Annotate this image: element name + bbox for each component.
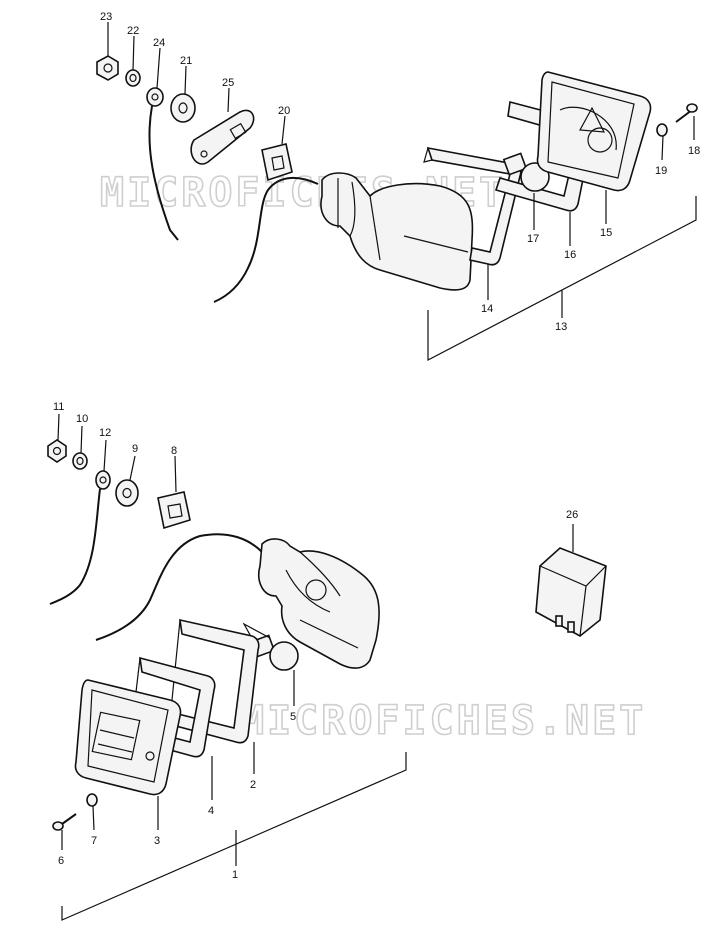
callout-labels: 23 22 24 21 25 20 18 19 15 16 17 14 13 1… [53, 11, 700, 881]
washer-part-22 [125, 35, 141, 87]
terminal-part-24 [146, 47, 179, 241]
nut-part-23 [96, 22, 119, 81]
washer-part-10 [72, 425, 88, 470]
washer-part-9 [115, 455, 139, 507]
callout-5: 5 [290, 711, 296, 723]
screw-part-6 [52, 813, 77, 850]
callout-6: 6 [58, 855, 64, 867]
callout-25: 25 [222, 77, 234, 89]
bottom-assembly [47, 413, 407, 921]
callout-15: 15 [600, 227, 612, 239]
wire-bottom [95, 533, 263, 641]
callout-3: 3 [154, 835, 160, 847]
lens-part-15 [536, 71, 652, 224]
bracket-part-25 [190, 87, 255, 165]
washer-part-7 [86, 793, 98, 831]
washer-part-19 [656, 123, 668, 161]
callout-4: 4 [208, 805, 214, 817]
callout-16: 16 [564, 249, 576, 261]
callout-20: 20 [278, 105, 290, 117]
callout-18: 18 [688, 145, 700, 157]
group-bracket-1 [61, 752, 407, 921]
housing-top [320, 172, 474, 291]
screw-part-18 [675, 103, 698, 140]
callout-13: 13 [555, 321, 567, 333]
nut-part-11 [47, 413, 67, 463]
terminal-part-12 [49, 439, 111, 605]
callout-7: 7 [91, 835, 97, 847]
housing-bottom [258, 538, 380, 669]
wire-top [213, 177, 319, 303]
callout-23: 23 [100, 11, 112, 23]
callout-19: 19 [655, 165, 667, 177]
callout-1: 1 [232, 869, 238, 881]
lens-part-3 [74, 679, 182, 830]
relay-part-26 [535, 524, 607, 637]
callout-12: 12 [99, 427, 111, 439]
callout-2: 2 [250, 779, 256, 791]
watermark-bottom: MICROFICHES.NET [240, 698, 646, 744]
callout-9: 9 [132, 443, 138, 455]
bulb-part-5 [242, 622, 299, 706]
top-assembly [96, 22, 698, 361]
callout-8: 8 [171, 445, 177, 457]
callout-17: 17 [527, 233, 539, 245]
callout-11: 11 [53, 401, 64, 413]
callout-14: 14 [481, 303, 493, 315]
callout-22: 22 [127, 25, 139, 37]
callout-21: 21 [180, 55, 192, 67]
washer-part-21 [170, 65, 196, 123]
callout-10: 10 [76, 413, 88, 425]
callout-26: 26 [566, 509, 578, 521]
grommet-part-8 [157, 455, 191, 530]
grommet-part-20 [261, 115, 293, 182]
callout-24: 24 [153, 37, 165, 49]
